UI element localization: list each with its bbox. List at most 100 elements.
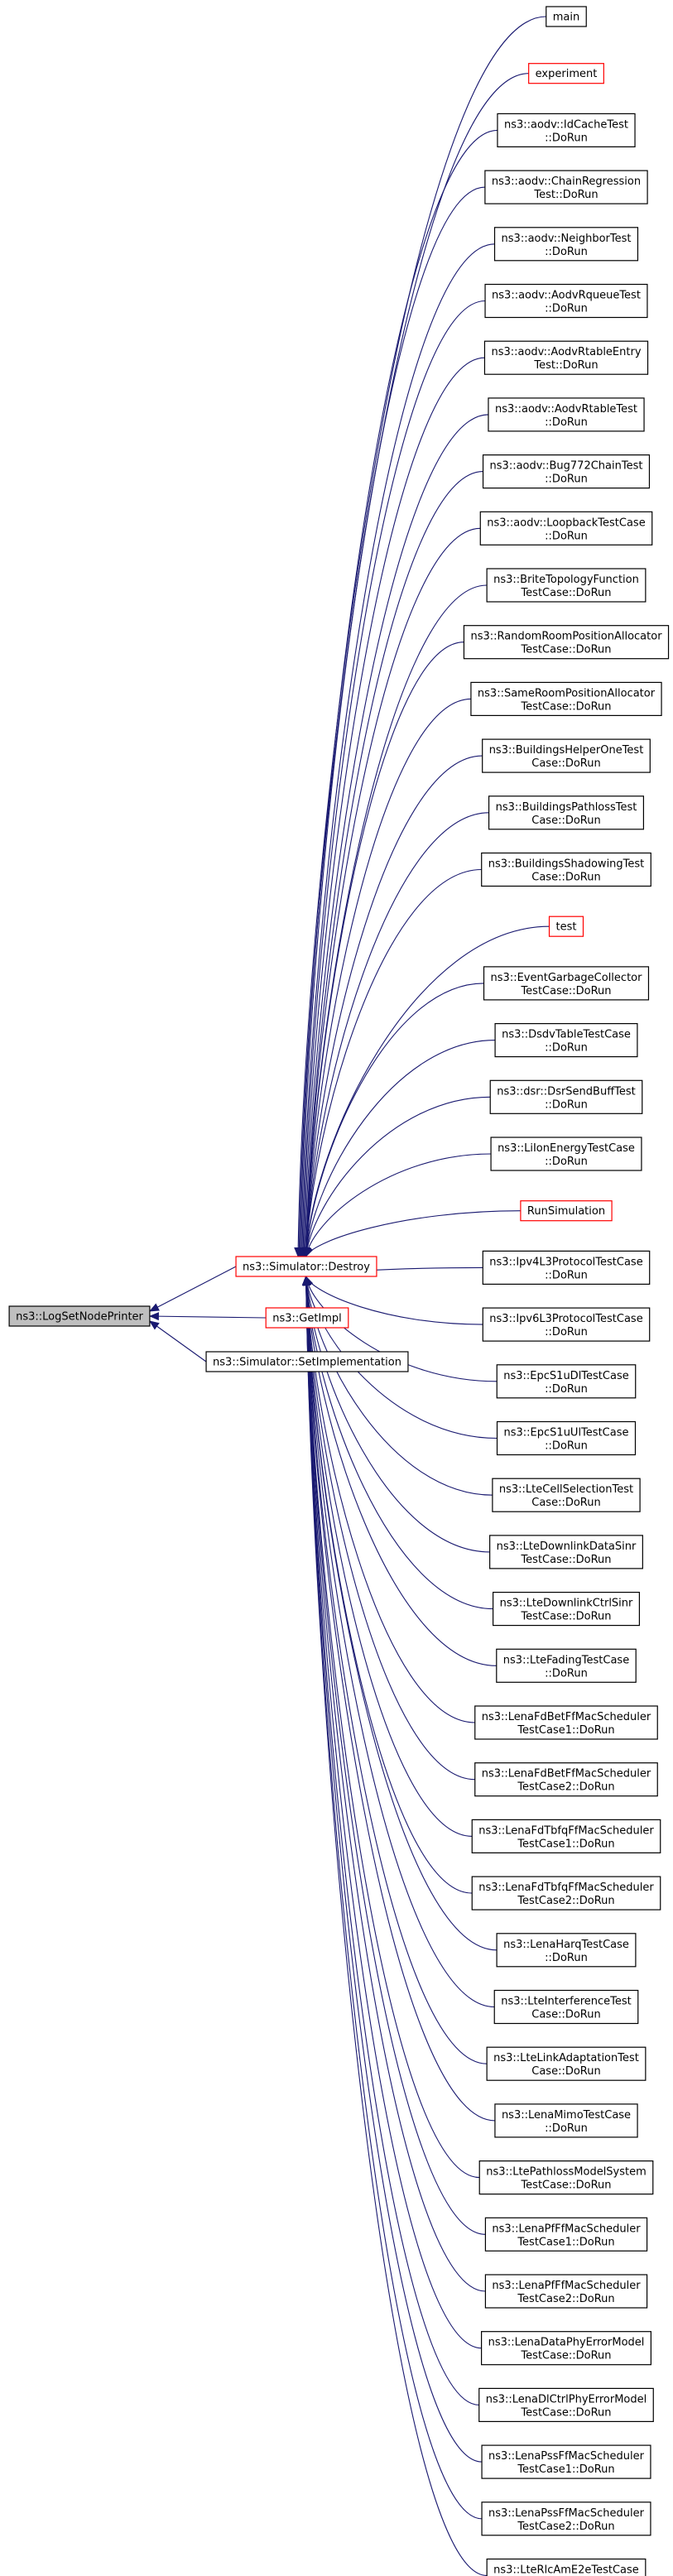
caller-node-ns3-lenapfffmacschedulertestcase2-dorun[interactable]: ns3::LenaPfFfMacSchedulerTestCase2::DoRu… — [484, 2274, 648, 2309]
caller-node-ns3-lenafdbetffmacschedulertestcase2-dorun[interactable]: ns3::LenaFdBetFfMacSchedulerTestCase2::D… — [474, 1762, 658, 1797]
caller-node-ns3-lenapfffmacschedulertestcase2-dorun-label-1: ns3::LenaPfFfMacScheduler — [492, 2280, 641, 2292]
caller-node-ns3-lenapssffmacschedulertestcase1-dorun[interactable]: ns3::LenaPssFfMacSchedulerTestCase1::DoR… — [481, 2444, 651, 2479]
caller-node-ns3-aodv-loopbacktestcase-dorun-label-1: ns3::aodv::LoopbackTestCase — [487, 517, 645, 529]
caller-node-ns3-aodv-chainregressiontest-dorun-label-2: Test::DoRun — [533, 189, 598, 201]
caller-node-ns3-lenadlctrlphyerrormodeltestcase-dorun[interactable]: ns3::LenaDlCtrlPhyErrorModelTestCase::Do… — [478, 2387, 654, 2422]
caller-node-ns3-dsdvtabletestcase-dorun[interactable]: ns3::DsdvTableTestCase::DoRun — [494, 1022, 638, 1058]
caller-node-ns3-liionenergytestcase-dorun[interactable]: ns3::LiIonEnergyTestCase::DoRun — [490, 1137, 642, 1171]
caller-node-ns3-buildingspathlosstestcase-dorun-label-1: ns3::BuildingsPathlossTest — [496, 801, 637, 814]
caller-node-ns3-ltefadingtestcase-dorun[interactable]: ns3::LteFadingTestCase::DoRun — [496, 1648, 637, 1683]
caller-node-ns3-lenapssffmacschedulertestcase2-dorun[interactable]: ns3::LenaPssFfMacSchedulerTestCase2::DoR… — [481, 2502, 651, 2536]
caller-node-ns3-ipv4l3protocoltestcase-dorun-label-2: ::DoRun — [545, 1269, 588, 1281]
caller-node-ns3-lenadataphyerrormodeltestcase-dorun-box — [481, 2331, 651, 2366]
caller-node-ns3-liionenergytestcase-dorun-label-1: ns3::LiIonEnergyTestCase — [498, 1142, 635, 1155]
caller-node-ns3-ltedownlinkctrlsinrtestcase-dorun-label-1: ns3::LteDownlinkCtrlSinr — [500, 1598, 633, 1610]
caller-node-ns3-lenafdtbfqffmacschedulertestcase2-dorun-box — [471, 1876, 661, 1910]
caller-node-ns3-buildingshelperonetestcase-dorun-edge — [302, 755, 483, 1257]
caller-node-runsimulation-edge — [305, 1210, 521, 1257]
caller-node-test[interactable]: test — [548, 916, 584, 937]
caller-node-ns3-lteinterferencetestcase-dorun-label-2: Case::DoRun — [531, 2009, 600, 2021]
caller-node-ns3-lteinterferencetestcase-dorun-box — [493, 1989, 639, 2025]
getimpl-node[interactable]: ns3::GetImpl — [265, 1307, 349, 1329]
destroy-node-label-1: ns3::Simulator::Destroy — [243, 1262, 370, 1274]
caller-node-ns3-ltepathlossmodelsystemtestcase-dorun-edge — [301, 1276, 480, 2179]
caller-node-ns3-lenafdtbfqffmacschedulertestcase1-dorun[interactable]: ns3::LenaFdTbfqFfMacSchedulerTestCase1::… — [471, 1819, 661, 1853]
caller-node-ns3-lenafdbetffmacschedulertestcase1-dorun[interactable]: ns3::LenaFdBetFfMacSchedulerTestCase1::D… — [474, 1705, 658, 1740]
caller-node-ns3-lenapfffmacschedulertestcase2-dorun-label-2: TestCase2::DoRun — [517, 2293, 614, 2305]
caller-node-ns3-lenafdtbfqffmacschedulertestcase2-dorun-label-1: ns3::LenaFdTbfqFfMacScheduler — [478, 1882, 654, 1894]
caller-node-ns3-aodv-aodvrqueuetest-dorun-label-1: ns3::aodv::AodvRqueueTest — [492, 290, 641, 302]
caller-node-ns3-lenadataphyerrormodeltestcase-dorun[interactable]: ns3::LenaDataPhyErrorModelTestCase::DoRu… — [481, 2331, 651, 2366]
caller-node-ns3-dsdvtabletestcase-dorun-label-1: ns3::DsdvTableTestCase — [502, 1029, 631, 1041]
root-node[interactable]: ns3::LogSetNodePrinter — [8, 1305, 151, 1327]
caller-node-ns3-lenaharqtestcase-dorun[interactable]: ns3::LenaHarqTestCase::DoRun — [496, 1933, 637, 1968]
caller-node-ns3-dsr-dsrsendbufftest-dorun[interactable]: ns3::dsr::DsrSendBuffTest::DoRun — [489, 1079, 643, 1114]
caller-node-ns3-dsr-dsrsendbufftest-dorun-label-1: ns3::dsr::DsrSendBuffTest — [497, 1085, 636, 1098]
caller-node-ns3-aodv-bug772chaintest-dorun-edge — [301, 471, 483, 1257]
caller-node-ns3-ltepathlossmodelsystemtestcase-dorun[interactable]: ns3::LtePathlossModelSystemTestCase::DoR… — [478, 2160, 654, 2195]
caller-node-ns3-aodv-loopbacktestcase-dorun[interactable]: ns3::aodv::LoopbackTestCase::DoRun — [479, 511, 653, 545]
caller-node-ns3-ltepathlossmodelsystemtestcase-dorun-label-2: TestCase::DoRun — [520, 2180, 611, 2192]
caller-node-ns3-aodv-aodvrtableentrytest-dorun-label-1: ns3::aodv::AodvRtableEntry — [491, 346, 641, 358]
caller-node-ns3-aodv-neighbortest-dorun-box — [493, 227, 639, 262]
caller-node-ns3-aodv-bug772chaintest-dorun[interactable]: ns3::aodv::Bug772ChainTest::DoRun — [482, 454, 651, 489]
caller-node-ns3-eventgarbagecollectortestcase-dorun[interactable]: ns3::EventGarbageCollectorTestCase::DoRu… — [483, 966, 650, 1001]
caller-node-ns3-lenafdtbfqffmacschedulertestcase2-dorun[interactable]: ns3::LenaFdTbfqFfMacSchedulerTestCase2::… — [471, 1876, 661, 1910]
caller-node-ns3-lenadlctrlphyerrormodeltestcase-dorun-label-1: ns3::LenaDlCtrlPhyErrorModel — [486, 2393, 647, 2405]
caller-node-ns3-lenamimotestcase-dorun[interactable]: ns3::LenaMimoTestCase::DoRun — [494, 2103, 638, 2138]
caller-node-ns3-aodv-idcachetest-dorun[interactable]: ns3::aodv::IdCacheTest::DoRun — [497, 113, 636, 147]
caller-node-ns3-epcs1udltestcase-dorun[interactable]: ns3::EpcS1uDlTestCase::DoRun — [496, 1364, 637, 1399]
caller-node-ns3-randomroompositionallocatortestcase-dorun-label-2: TestCase::DoRun — [520, 644, 611, 656]
caller-node-main[interactable]: main — [546, 6, 587, 27]
caller-node-ns3-britetopologyfunctiontestcase-dorun-box — [486, 568, 647, 603]
caller-node-runsimulation[interactable]: RunSimulation — [520, 1200, 613, 1222]
caller-node-ns3-lenapssffmacschedulertestcase1-dorun-label-2: TestCase1::DoRun — [517, 2463, 614, 2476]
caller-node-ns3-britetopologyfunctiontestcase-dorun-label-2: TestCase::DoRun — [520, 587, 611, 599]
caller-node-ns3-ipv4l3protocoltestcase-dorun[interactable]: ns3::Ipv4L3ProtocolTestCase::DoRun — [482, 1250, 651, 1286]
caller-node-ns3-lterlcame2etestcase-dorun[interactable]: ns3::LteRlcAmE2eTestCase::DoRun — [486, 2558, 647, 2576]
caller-node-experiment[interactable]: experiment — [528, 63, 604, 84]
destroy-node[interactable]: ns3::Simulator::Destroy — [235, 1256, 377, 1277]
caller-node-main-box — [546, 6, 587, 27]
setimplementation-node-label-1: ns3::Simulator::SetImplementation — [213, 1357, 401, 1369]
caller-node-ns3-lenamimotestcase-dorun-label-2: ::DoRun — [545, 2122, 588, 2135]
caller-node-ns3-aodv-aodvrqueuetest-dorun[interactable]: ns3::aodv::AodvRqueueTest::DoRun — [484, 283, 648, 319]
caller-node-ns3-sameroompositionallocatortestcase-dorun[interactable]: ns3::SameRoomPositionAllocatorTestCase::… — [470, 681, 662, 717]
caller-node-ns3-randomroompositionallocatortestcase-dorun[interactable]: ns3::RandomRoomPositionAllocatorTestCase… — [463, 625, 670, 660]
caller-node-ns3-ipv4l3protocoltestcase-dorun-box — [482, 1250, 651, 1286]
caller-node-ns3-buildingsshadowingtestcase-dorun-label-2: Case::DoRun — [531, 872, 600, 884]
caller-node-ns3-lenaharqtestcase-dorun-label-2: ::DoRun — [545, 1952, 588, 1964]
caller-node-ns3-epcs1uultestcase-dorun[interactable]: ns3::EpcS1uUlTestCase::DoRun — [496, 1420, 637, 1456]
caller-node-ns3-lenapfffmacschedulertestcase1-dorun[interactable]: ns3::LenaPfFfMacSchedulerTestCase1::DoRu… — [484, 2217, 648, 2252]
caller-node-ns3-ltelinkadaptationtestcase-dorun-box — [486, 2046, 647, 2081]
caller-node-ns3-buildingshelperonetestcase-dorun-label-1: ns3::BuildingsHelperOneTest — [489, 744, 644, 757]
caller-node-ns3-ipv6l3protocoltestcase-dorun[interactable]: ns3::Ipv6L3ProtocolTestCase::DoRun — [482, 1307, 651, 1342]
caller-node-ns3-lenapssffmacschedulertestcase1-dorun-edge — [301, 1276, 483, 2463]
caller-node-ns3-aodv-neighbortest-dorun[interactable]: ns3::aodv::NeighborTest::DoRun — [493, 227, 639, 262]
caller-node-ns3-dsr-dsrsendbufftest-dorun-label-2: ::DoRun — [545, 1098, 588, 1111]
caller-node-ns3-liionenergytestcase-dorun-label-2: ::DoRun — [545, 1156, 588, 1168]
caller-node-ns3-aodv-aodvrtabletest-dorun[interactable]: ns3::aodv::AodvRtableTest::DoRun — [488, 397, 645, 432]
getimpl-node-box — [265, 1307, 349, 1329]
caller-node-ns3-ltedownlinkdatasinrtestcase-dorun-label-2: TestCase::DoRun — [520, 1554, 611, 1566]
caller-node-ns3-lteinterferencetestcase-dorun-label-1: ns3::LteInterferenceTest — [501, 1996, 632, 2008]
setimplementation-node[interactable]: ns3::Simulator::SetImplementation — [205, 1351, 409, 1372]
root-node-label-1: ns3::LogSetNodePrinter — [16, 1311, 143, 1324]
caller-node-ns3-lenafdbetffmacschedulertestcase2-dorun-box — [474, 1762, 658, 1797]
caller-node-ns3-lenapfffmacschedulertestcase1-dorun-edge — [301, 1276, 486, 2235]
caller-node-ns3-epcs1uultestcase-dorun-box — [496, 1420, 637, 1456]
caller-node-ns3-epcs1udltestcase-dorun-label-1: ns3::EpcS1uDlTestCase — [503, 1370, 628, 1382]
caller-node-ns3-britetopologyfunctiontestcase-dorun[interactable]: ns3::BriteTopologyFunctionTestCase::DoRu… — [486, 568, 647, 603]
caller-node-ns3-epcs1uultestcase-dorun-label-2: ::DoRun — [545, 1440, 588, 1453]
caller-node-ns3-buildingsshadowingtestcase-dorun-edge — [302, 868, 482, 1257]
